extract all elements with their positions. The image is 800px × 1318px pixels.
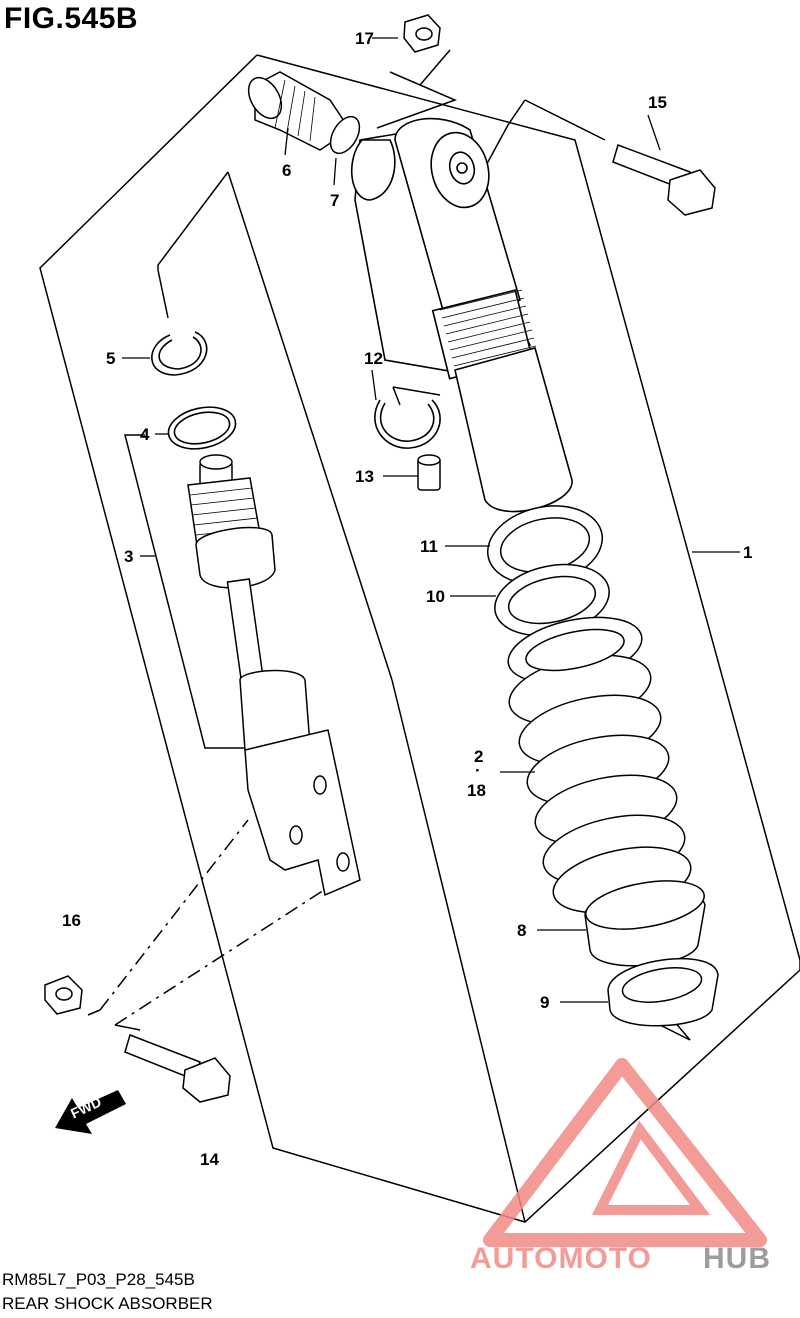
forward-arrow-icon: FWD bbox=[55, 1090, 126, 1134]
washer-7 bbox=[329, 115, 361, 155]
nut-17 bbox=[403, 14, 441, 53]
assembly-frame bbox=[39, 54, 800, 1223]
air-valve bbox=[417, 454, 441, 491]
figure-title: FIG.545B bbox=[4, 2, 139, 35]
shock-body bbox=[350, 117, 573, 513]
callout-12: 12 bbox=[364, 349, 383, 368]
bolt-15 bbox=[612, 144, 716, 216]
figure-code: RM85L7_P03_P28_545B bbox=[2, 1270, 195, 1289]
circlip-12 bbox=[374, 399, 441, 449]
watermark-logo: AUTOMOTO HUB bbox=[470, 1058, 771, 1275]
rod-subassembly-frame bbox=[157, 171, 229, 270]
callout-8: 8 bbox=[517, 921, 526, 940]
spring-adjuster-nuts bbox=[486, 505, 610, 637]
callout-5: 5 bbox=[106, 349, 115, 368]
callout-2: 2 bbox=[474, 747, 483, 766]
callout-13: 13 bbox=[355, 467, 374, 486]
callout-18: 18 bbox=[467, 781, 486, 800]
coil-spring bbox=[507, 616, 692, 914]
callout-4: 4 bbox=[140, 425, 150, 444]
o-ring-4 bbox=[167, 406, 237, 450]
callout-17: 17 bbox=[355, 29, 374, 48]
callout-16: 16 bbox=[62, 911, 81, 930]
callout-7: 7 bbox=[330, 191, 339, 210]
bump-rubber bbox=[247, 71, 361, 155]
watermark-text-secondary: HUB bbox=[703, 1242, 771, 1275]
callout-6: 6 bbox=[282, 161, 291, 180]
svg-text:·: · bbox=[475, 761, 481, 780]
callout-3: 3 bbox=[124, 547, 133, 566]
bolt-14 bbox=[124, 1034, 231, 1103]
spring-seat bbox=[584, 880, 719, 1027]
callout-9: 9 bbox=[540, 993, 549, 1012]
callout-10: 10 bbox=[426, 587, 445, 606]
callout-1: 1 bbox=[743, 543, 752, 562]
callout-15: 15 bbox=[648, 93, 667, 112]
watermark-text-primary: AUTOMOTO bbox=[470, 1242, 652, 1275]
figure-caption: REAR SHOCK ABSORBER bbox=[2, 1294, 213, 1313]
callout-14: 14 bbox=[200, 1150, 219, 1169]
callout-11: 11 bbox=[420, 537, 438, 556]
circlip-5 bbox=[151, 331, 208, 376]
rod-assembly bbox=[187, 454, 361, 897]
nut-16 bbox=[44, 975, 83, 1015]
